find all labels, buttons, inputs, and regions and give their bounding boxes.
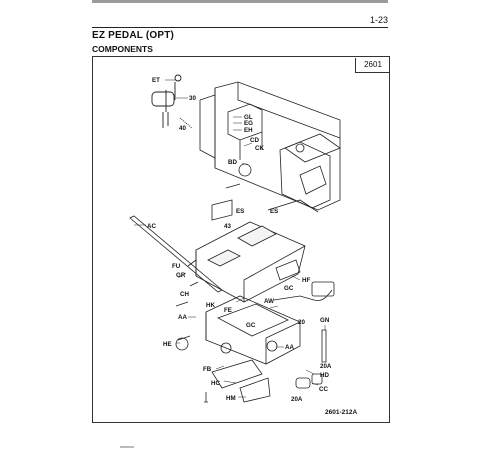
callout-hd: HD bbox=[320, 372, 329, 379]
et-pin-drawing bbox=[151, 74, 193, 129]
callout-20: 20 bbox=[298, 319, 305, 326]
subsection-title: COMPONENTS bbox=[92, 44, 153, 54]
callout-hc: HC bbox=[211, 380, 220, 387]
callout-gc-lower: GC bbox=[246, 322, 256, 329]
bracket-mount-drawing bbox=[199, 81, 341, 221]
callout-40: 40 bbox=[179, 125, 186, 132]
callout-43: 43 bbox=[224, 223, 231, 230]
pedal-assembly-drawing bbox=[129, 215, 335, 403]
callout-30: 30 bbox=[189, 95, 196, 102]
callout-gl: GL bbox=[244, 114, 253, 121]
callout-et: ET bbox=[152, 77, 160, 84]
callout-20a-lower: 20A bbox=[291, 396, 303, 403]
callout-ac: AC bbox=[147, 223, 156, 230]
header-rule bbox=[92, 27, 388, 28]
figure-code: 2601-212A bbox=[325, 409, 358, 416]
page-number: 1-23 bbox=[369, 15, 388, 25]
callout-he: HE bbox=[163, 341, 172, 348]
figure-frame bbox=[92, 56, 390, 423]
callout-gc-upper: GC bbox=[284, 285, 294, 292]
callout-eh: EH bbox=[244, 127, 253, 134]
figure-number: 2601 bbox=[355, 58, 390, 73]
callout-gn: GN bbox=[320, 317, 330, 324]
callout-aa-left: AA bbox=[178, 314, 187, 321]
callout-fb: FB bbox=[203, 366, 212, 373]
callout-es-right: ES bbox=[270, 208, 278, 215]
header-bar bbox=[92, 0, 388, 3]
callout-labels: ET 30 40 GL EG EH CD CK BD ES ES AC 43 F… bbox=[147, 77, 332, 403]
callout-eg: EG bbox=[244, 120, 253, 127]
callout-es-left: ES bbox=[236, 208, 244, 215]
callout-hf: HF bbox=[302, 277, 310, 284]
callout-aa-right: AA bbox=[285, 344, 294, 351]
callout-gr: GR bbox=[176, 272, 186, 279]
callout-cd: CD bbox=[250, 137, 259, 144]
callout-bd: BD bbox=[228, 159, 237, 166]
callout-fu: FU bbox=[172, 263, 181, 270]
callout-cc: CC bbox=[319, 386, 328, 393]
callout-ch: CH bbox=[180, 291, 189, 298]
section-title: EZ PEDAL (OPT) bbox=[92, 30, 175, 41]
callout-hk: HK bbox=[206, 302, 215, 309]
footer-mark bbox=[120, 446, 134, 448]
callout-fe: FE bbox=[224, 307, 232, 314]
callout-20a-upper: 20A bbox=[320, 363, 332, 370]
callout-aw: AW bbox=[264, 298, 274, 305]
callout-ck: CK bbox=[255, 145, 264, 152]
callout-hm: HM bbox=[226, 395, 236, 402]
leader-lines bbox=[134, 79, 326, 398]
